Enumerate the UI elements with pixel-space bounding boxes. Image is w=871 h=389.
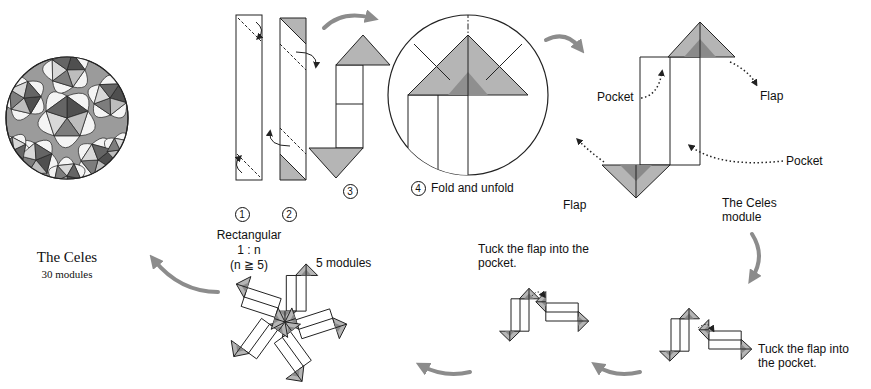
assembly-step <box>536 292 589 332</box>
paper-ratio-note: 1 : n <box>237 243 260 257</box>
step-4-detail <box>408 12 528 185</box>
celes-ball <box>1 89 11 109</box>
celes-module <box>602 22 735 198</box>
step-4-detail <box>408 95 468 185</box>
module-name: The Celes module <box>722 196 788 225</box>
celes-ball <box>6 57 128 179</box>
step-2-paper <box>270 18 316 180</box>
celes-ball <box>24 81 41 98</box>
assembly-step <box>532 292 544 296</box>
part-label: Pocket <box>597 90 634 104</box>
model-name: The Celes <box>37 248 97 266</box>
celes-module <box>690 146 783 163</box>
part-label: Flap <box>760 89 783 103</box>
celes-ball <box>118 150 132 163</box>
celes-ball <box>43 60 53 81</box>
celes-ball <box>54 136 80 148</box>
assembly-step <box>500 288 540 341</box>
celes-ball <box>120 141 131 156</box>
step-1-paper <box>238 18 261 41</box>
step-number: 1 <box>235 207 250 222</box>
celes-module <box>641 72 662 98</box>
step-number: 4 <box>411 181 426 196</box>
step-instruction: Tuck the flap into the pocket. <box>478 242 590 271</box>
process-arrow <box>546 36 580 48</box>
process-arrow <box>597 366 640 374</box>
celes-ball <box>67 164 81 179</box>
step-2-paper <box>280 18 306 44</box>
celes-module <box>578 140 604 162</box>
celes-ball <box>81 160 98 176</box>
step-4-detail <box>438 95 439 180</box>
celes-module <box>578 22 783 198</box>
process-arrow <box>154 260 218 292</box>
step-3-paper <box>309 35 390 178</box>
celes-ball <box>8 159 23 167</box>
step-4-detail <box>468 35 469 95</box>
step-2-paper <box>270 132 290 146</box>
step-2-paper <box>280 18 306 180</box>
step-3-paper <box>309 148 363 178</box>
celes-ball <box>46 96 67 118</box>
celes-ball <box>0 148 8 162</box>
step-3-paper <box>336 65 363 148</box>
celes-ball <box>0 46 138 192</box>
five-module-unit <box>226 273 295 333</box>
assembly-step <box>660 308 752 361</box>
step-instruction: Tuck the flap into the pocket. <box>758 342 864 371</box>
step-4-detail <box>468 12 469 35</box>
five-module-unit <box>224 264 350 388</box>
step-3-paper <box>336 35 390 65</box>
step-instruction: Fold and unfold <box>431 181 514 195</box>
step-1-paper <box>236 15 262 180</box>
step-2-paper <box>280 154 306 180</box>
assembly-step <box>699 320 752 360</box>
module-count: 5 modules <box>316 256 371 270</box>
celes-ball <box>118 156 132 166</box>
celes-ball <box>54 182 68 193</box>
process-arrow <box>752 234 759 278</box>
paper-ratio-note: Rectangular <box>217 228 282 242</box>
module-count: 30 modules <box>41 268 92 281</box>
step-4-detail <box>486 44 522 80</box>
celes-ball <box>35 143 52 160</box>
five-module-unit <box>224 303 294 376</box>
step-number: 3 <box>343 184 358 199</box>
celes-module <box>730 62 756 84</box>
step-4-detail <box>414 44 450 80</box>
step-4-detail <box>408 35 528 95</box>
process-arrow <box>422 366 470 374</box>
process-arrow <box>324 16 372 28</box>
step-1-paper <box>237 154 260 177</box>
part-label: Flap <box>563 198 586 212</box>
assembly-step <box>500 288 589 341</box>
part-label: Pocket <box>786 154 823 168</box>
celes-ball <box>0 46 138 192</box>
step-4-detail <box>388 12 548 185</box>
celes-ball <box>110 98 126 115</box>
celes-ball <box>100 84 120 98</box>
step-1-paper <box>236 157 242 173</box>
celes-ball <box>68 179 81 192</box>
assembly-step <box>698 324 713 330</box>
step-1-paper <box>236 15 262 180</box>
paper-ratio-note: (n ≧ 5) <box>230 258 268 272</box>
celes-ball <box>1 148 14 162</box>
celes-ball <box>6 57 128 179</box>
step-number: 2 <box>282 207 297 222</box>
process-arrow <box>154 16 759 374</box>
step-1-paper <box>256 22 262 38</box>
step-2-paper <box>296 52 316 66</box>
celes-ball <box>130 141 138 156</box>
step-2-paper <box>280 128 306 154</box>
step-2-paper <box>280 44 306 70</box>
celes-ball <box>52 53 72 70</box>
assembly-step <box>660 308 700 361</box>
step-3-paper <box>336 104 363 105</box>
